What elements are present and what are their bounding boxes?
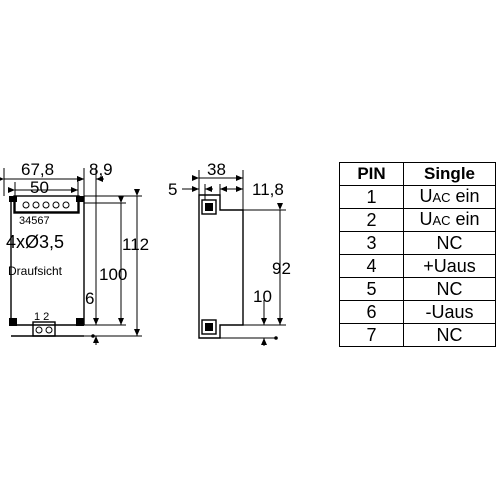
- mounting-holes: 4xØ3,5: [6, 232, 64, 252]
- top-left-mount: [9, 196, 17, 202]
- table-row: 1 UAC ein: [339, 185, 496, 209]
- side-dim-height: 92: [272, 259, 291, 278]
- table-row: 4 +Uaus: [339, 254, 496, 278]
- bottom-right-mount: [76, 318, 84, 326]
- dim-height: 112: [122, 235, 149, 254]
- pin-number: 5: [339, 277, 404, 301]
- pin-function: NC: [403, 277, 496, 301]
- dim-inner-height: 100: [99, 265, 127, 284]
- pin-function: UAC ein: [403, 208, 496, 232]
- top-terminal-block: [13, 195, 80, 214]
- header-single: Single: [403, 162, 496, 186]
- top-terminal-screws: [22, 201, 70, 209]
- pin-function: NC: [403, 323, 496, 347]
- side-body-outline: [198, 194, 244, 339]
- dim-bottom: 6: [85, 289, 94, 308]
- side-dim-depth: 38: [207, 160, 226, 179]
- dim-width: 67,8: [21, 160, 54, 179]
- table-row: 3 NC: [339, 231, 496, 255]
- pin-number: 4: [339, 254, 404, 278]
- table-row: 6 -Uaus: [339, 300, 496, 324]
- pin-function: UAC ein: [403, 185, 496, 209]
- bottom-left-mount: [9, 318, 17, 326]
- dim-inner-width: 50: [30, 178, 49, 197]
- pin-assignment-table: PIN Single 1 UAC ein 2 UAC ein 3 NC 4 +U…: [339, 162, 496, 347]
- header-pin: PIN: [339, 162, 404, 186]
- front-view: 67,8 8,9 50 34567 4xØ3,5 Draufsicht 1 2 …: [0, 160, 149, 345]
- side-dim-bottom: 10: [253, 287, 272, 306]
- terminal-numbers-top: 34567: [19, 215, 50, 227]
- table-row: 5 NC: [339, 277, 496, 301]
- dim-offset: 8,9: [89, 160, 113, 179]
- side-view: 38 5 11,8 92 10: [168, 160, 291, 346]
- pin-function: +Uaus: [403, 254, 496, 278]
- pin-number: 2: [339, 208, 404, 232]
- pin-number: 6: [339, 300, 404, 324]
- top-right-mount: [76, 196, 84, 202]
- view-label: Draufsicht: [8, 264, 63, 278]
- side-dim-right: 11,8: [252, 180, 284, 199]
- table-row: 7 NC: [339, 323, 496, 347]
- pin-function: NC: [403, 231, 496, 255]
- pin-number: 3: [339, 231, 404, 255]
- side-dim-left: 5: [168, 180, 177, 199]
- table-header-row: PIN Single: [339, 162, 496, 186]
- terminal-numbers-bottom: 1 2: [34, 311, 49, 323]
- pin-number: 7: [339, 323, 404, 347]
- table-row: 2 UAC ein: [339, 208, 496, 232]
- pin-number: 1: [339, 185, 404, 209]
- pin-function: -Uaus: [403, 300, 496, 324]
